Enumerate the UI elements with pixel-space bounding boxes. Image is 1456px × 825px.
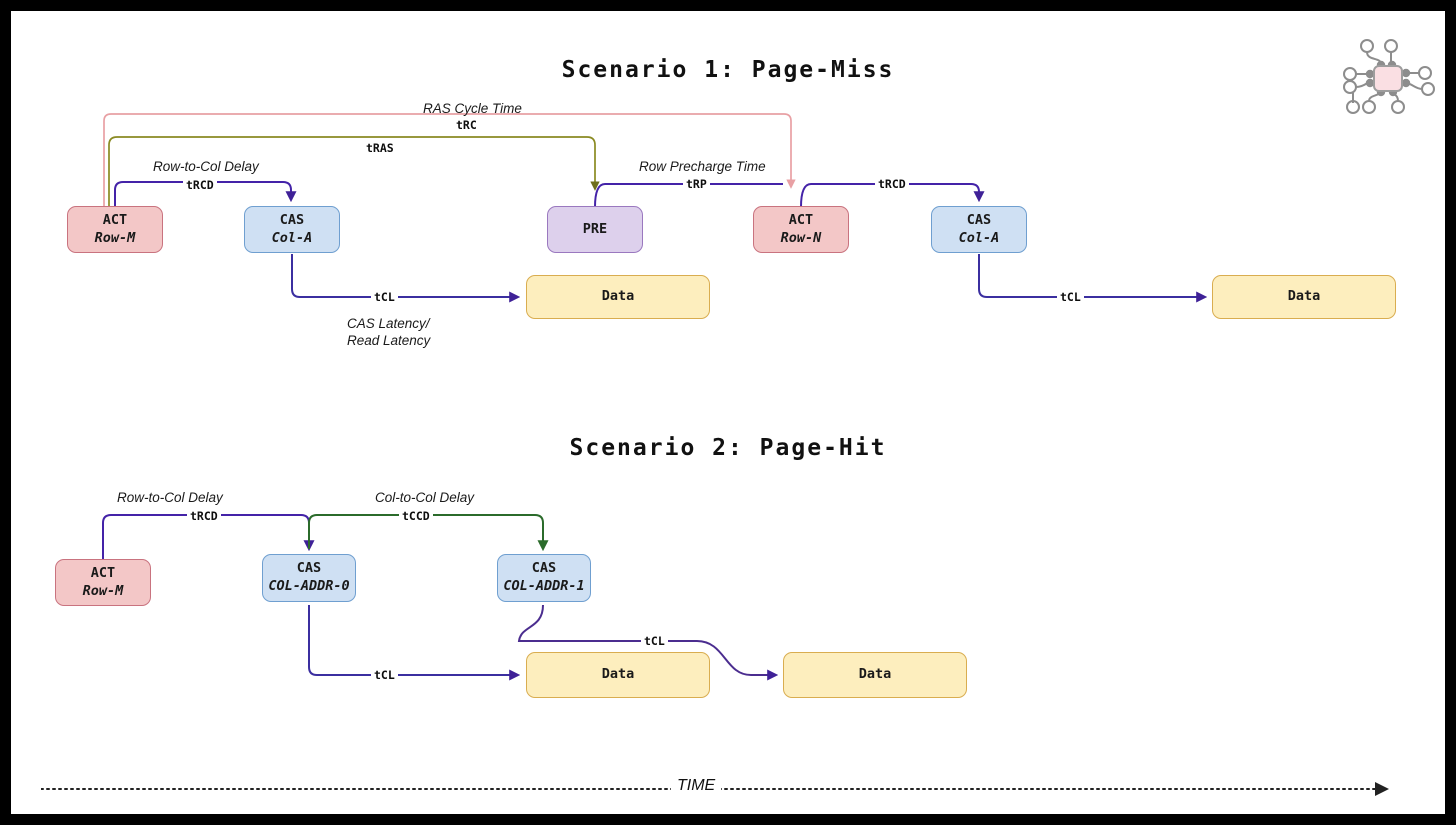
edge-label-trp: tRP — [683, 178, 710, 191]
connector-trc — [103, 113, 796, 207]
node-label-data: Data — [1287, 288, 1321, 305]
edge-label-tcl-1: tCL — [371, 291, 398, 304]
edge-label-tcl-2: tCL — [1057, 291, 1084, 304]
node-s1-act-row-m[interactable]: ACT Row-M — [67, 206, 163, 253]
node-s1-data-2[interactable]: Data — [1212, 275, 1396, 319]
node-label-data: Data — [601, 288, 635, 305]
node-label-cas: CAS — [296, 560, 322, 577]
desc-row-precharge-time: Row Precharge Time — [639, 159, 766, 174]
connector-trcd-2 — [800, 183, 985, 208]
node-s2-act-row-m[interactable]: ACT Row-M — [55, 559, 151, 606]
node-s1-act-row-n[interactable]: ACT Row-N — [753, 206, 849, 253]
desc-col-to-col-delay: Col-to-Col Delay — [375, 490, 475, 505]
diagram-frame: Scenario 1: Page-Miss Scenario 2: Page-H… — [11, 11, 1445, 814]
scenario-1-title: Scenario 1: Page-Miss — [561, 57, 895, 83]
edge-label-s2-tcl-1: tCL — [371, 669, 398, 682]
connector-tras — [108, 136, 600, 207]
node-label-cas: CAS — [279, 211, 305, 228]
desc-cas-latency: CAS Latency/ Read Latency — [347, 315, 430, 350]
edge-label-s2-tcl-2: tCL — [641, 635, 668, 648]
edge-label-s2-trcd: tRCD — [187, 510, 221, 523]
node-s1-cas-col-a-2[interactable]: CAS Col-A — [931, 206, 1027, 253]
edge-label-s2-tccd: tCCD — [399, 510, 433, 523]
desc-s2-row-to-col-delay: Row-to-Col Delay — [117, 490, 223, 505]
node-label-act: ACT — [90, 564, 116, 581]
node-sublabel-col-a: Col-A — [271, 229, 313, 246]
node-label-cas: CAS — [531, 560, 557, 577]
node-sublabel-row-m: Row-M — [94, 229, 136, 246]
node-s2-cas-col-addr-0[interactable]: CAS COL-ADDR-0 — [262, 554, 356, 602]
edge-label-trcd-2: tRCD — [875, 178, 909, 191]
diagram-canvas: Scenario 1: Page-Miss Scenario 2: Page-H… — [11, 11, 1445, 814]
connector-s2-tcl-2 — [517, 604, 779, 681]
microchip-icon — [1343, 39, 1435, 114]
node-label-data: Data — [601, 666, 635, 683]
node-sublabel-col-addr-1: COL-ADDR-1 — [503, 578, 585, 594]
node-sublabel-col-addr-0: COL-ADDR-0 — [268, 578, 350, 594]
node-sublabel-col-a: Col-A — [958, 229, 1000, 246]
connector-s2-tcl-1 — [308, 605, 521, 681]
connector-tcl-2 — [978, 254, 1208, 303]
node-label-cas: CAS — [966, 211, 992, 228]
node-label-act: ACT — [788, 211, 814, 228]
edge-label-tras: tRAS — [363, 142, 397, 155]
connector-tcl-1 — [291, 254, 521, 303]
node-label-act: ACT — [102, 211, 128, 228]
node-s2-cas-col-addr-1[interactable]: CAS COL-ADDR-1 — [497, 554, 591, 602]
node-sublabel-row-m: Row-M — [82, 582, 124, 599]
node-s1-data-1[interactable]: Data — [526, 275, 710, 319]
desc-row-to-col-delay: Row-to-Col Delay — [153, 159, 259, 174]
node-sublabel-row-n: Row-N — [780, 229, 822, 246]
desc-ras-cycle-time: RAS Cycle Time — [423, 101, 522, 116]
node-s1-cas-col-a-1[interactable]: CAS Col-A — [244, 206, 340, 253]
node-label-data: Data — [858, 666, 892, 683]
node-label-pre: PRE — [582, 220, 608, 237]
time-axis-label: TIME — [671, 777, 722, 795]
connector-layer — [102, 113, 1208, 681]
node-s1-pre[interactable]: PRE — [547, 206, 643, 253]
desc-cas-latency-line-2: Read Latency — [347, 333, 431, 349]
desc-cas-latency-line-1: CAS Latency/ — [347, 316, 430, 331]
node-s2-data-1[interactable]: Data — [526, 652, 710, 698]
node-s2-data-2[interactable]: Data — [783, 652, 967, 698]
connector-trp — [594, 183, 783, 208]
scenario-2-title: Scenario 2: Page-Hit — [569, 435, 887, 461]
edge-label-trc: tRC — [453, 119, 480, 132]
edge-label-trcd-1: tRCD — [183, 179, 217, 192]
